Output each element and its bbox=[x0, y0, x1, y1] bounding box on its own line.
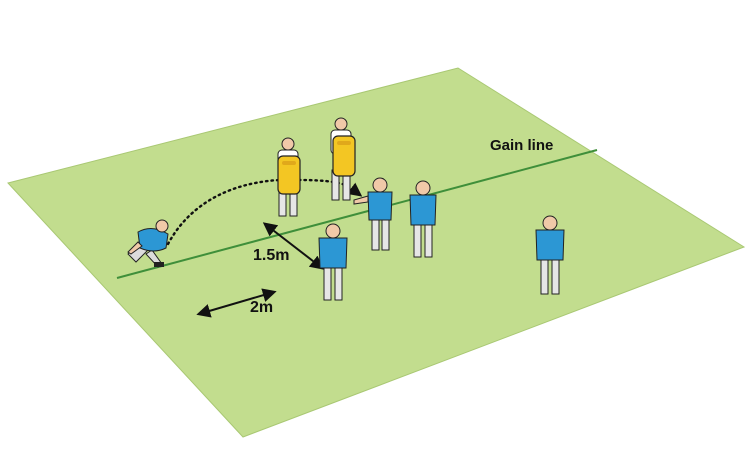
defender-shield-left bbox=[277, 137, 301, 217]
distance-short-label: 1.5m bbox=[253, 247, 290, 264]
distance-arrow-short bbox=[262, 222, 325, 270]
pass-arrow-icon bbox=[346, 182, 363, 197]
pitch bbox=[7, 67, 746, 438]
player-support-front bbox=[318, 223, 348, 301]
gain-line-label: Gain line bbox=[490, 137, 554, 154]
player-support-right bbox=[535, 215, 565, 295]
player-scrum-half bbox=[127, 219, 169, 268]
defender-shield-right bbox=[330, 117, 356, 201]
player-receiver bbox=[353, 177, 393, 251]
distance-long-label: 2m bbox=[250, 299, 274, 316]
player-support-middle bbox=[409, 180, 437, 258]
distance-arrow-long bbox=[196, 288, 277, 318]
gain-line bbox=[116, 149, 598, 279]
